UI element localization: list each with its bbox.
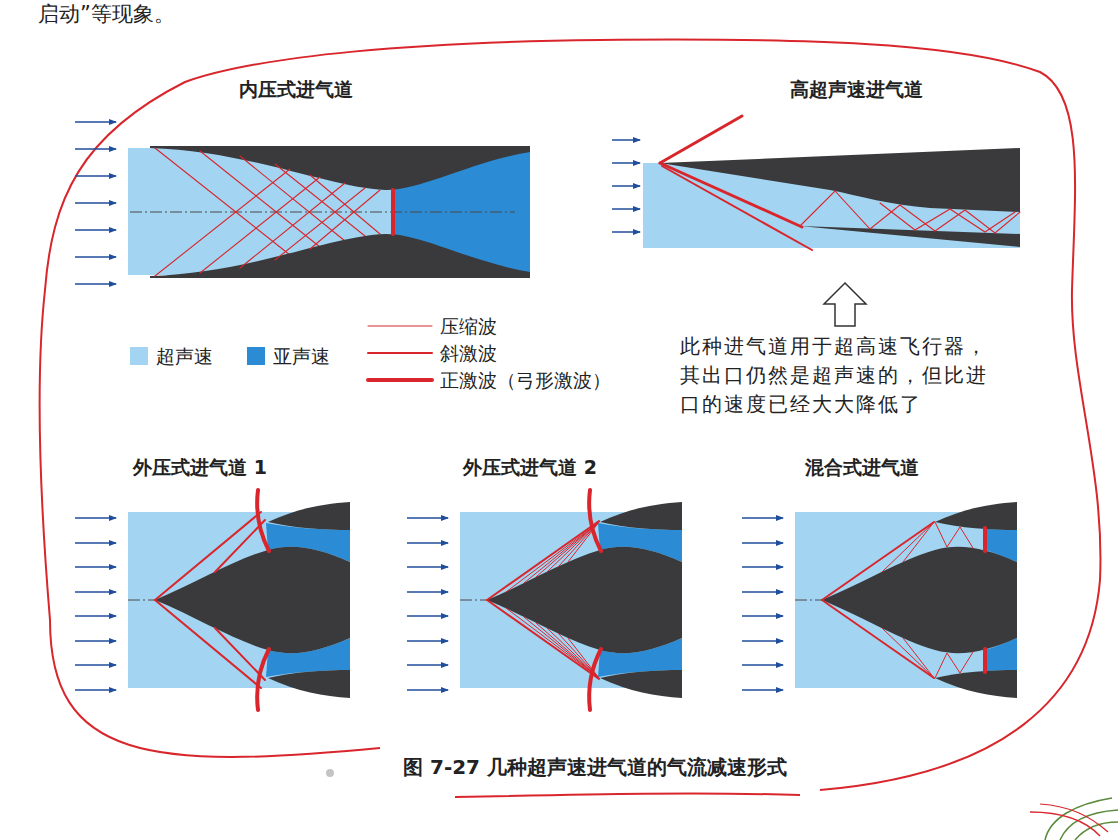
legend-text: 正激波（弓形激波） — [440, 368, 611, 393]
legend-text: 超声速 — [156, 344, 213, 369]
legend-line — [368, 378, 432, 382]
page-text: 启动”等现象。 — [38, 1, 175, 28]
callout-note: 此种进气道用于超高速飞行器，其出口仍然是超声速的，但比进口的速度已经大大降低了 — [680, 332, 998, 419]
figure-caption: 图 7-27 几种超声速进气道的气流减速形式 — [403, 754, 787, 780]
legend-text: 压缩波 — [440, 314, 497, 339]
panel-title: 外压式进气道 2 — [463, 455, 597, 480]
panel-title: 外压式进气道 1 — [133, 455, 267, 480]
legend-swatch — [130, 347, 148, 365]
legend-text: 亚声速 — [273, 344, 330, 369]
legend-swatch — [247, 347, 265, 365]
legend-line — [368, 352, 432, 354]
legend-text: 斜激波 — [440, 341, 497, 366]
legend-line — [368, 326, 432, 327]
panel-title: 内压式进气道 — [239, 77, 353, 102]
panel-title: 混合式进气道 — [805, 455, 919, 480]
panel-title: 高超声速进气道 — [790, 77, 923, 102]
